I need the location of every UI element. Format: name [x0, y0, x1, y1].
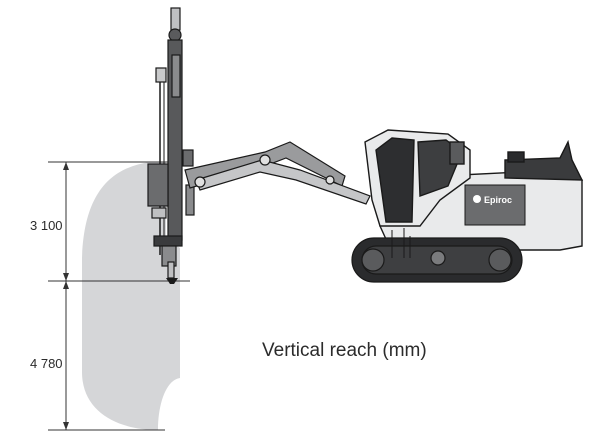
dimension-lines — [48, 161, 190, 431]
brand-panel: Epiroc — [464, 184, 526, 226]
diagram-caption: Vertical reach (mm) — [262, 340, 427, 361]
upper-reach-label: 3 100 — [30, 218, 63, 233]
brand-logo-text: Epiroc — [484, 195, 512, 205]
lower-reach-label: 4 780 — [30, 356, 63, 371]
dimension-arrows — [63, 162, 69, 430]
crawler-track — [351, 237, 523, 283]
drill-feed — [147, 7, 195, 279]
drill-bit — [166, 278, 178, 284]
reach-envelope — [82, 162, 180, 430]
boom — [184, 141, 371, 205]
hydraulic-hoses — [391, 228, 411, 258]
